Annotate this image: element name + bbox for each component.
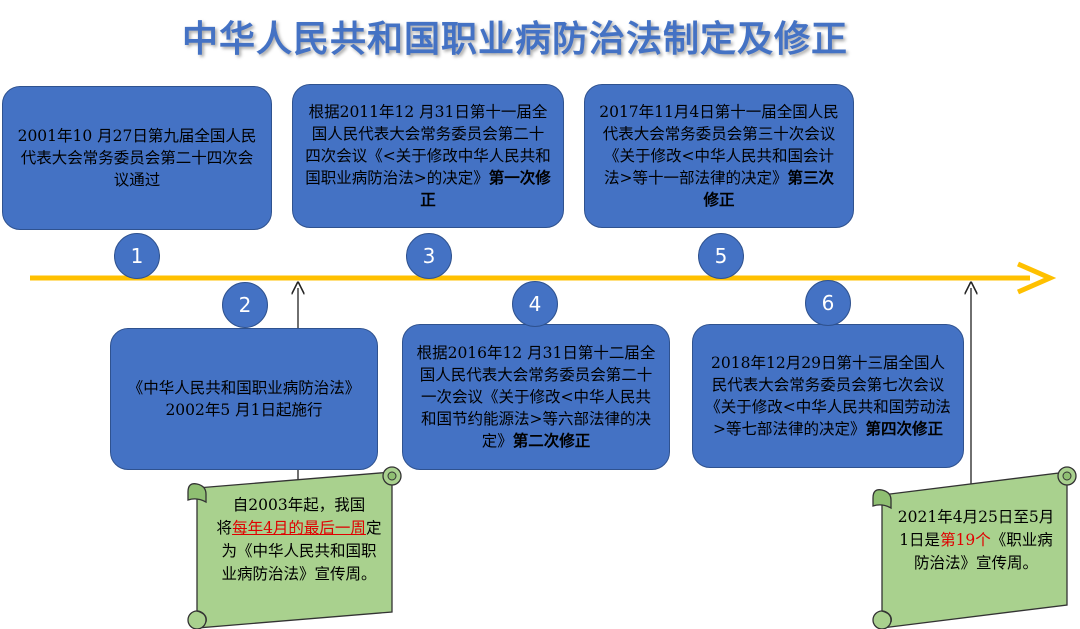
event-box-4: 根据2016年12 月31日第十二届全国人民代表大会常务委员会第二十一次会议《关… <box>402 324 670 470</box>
event-box-3: 根据2011年12 月31日第十一届全国人民代表大会常务委员会第二十四次会议《<… <box>292 84 564 228</box>
page-title: 中华人民共和国职业病防治法制定及修正 <box>181 19 848 60</box>
event-text-3: 根据2011年12 月31日第十一届全国人民代表大会常务委员会第二十四次会议《<… <box>305 103 551 187</box>
event-number-4: 4 <box>512 281 558 327</box>
event-tag-5: 第三次修正 <box>703 168 834 209</box>
event-tag-4: 第二次修正 <box>512 431 591 450</box>
scroll-right-pre: 2021年4月25日至5月1日是 <box>897 508 1055 549</box>
event-text-4: 根据2016年12 月31日第十二届全国人民代表大会常务委员会第二十一次会议《关… <box>416 344 656 450</box>
scroll-left-pre: 将 <box>216 519 233 537</box>
event-box-2: 《中华人民共和国职业病防治法》2002年5 月1日起施行 <box>110 328 378 470</box>
scroll-left-note: 自2003年起，我国 将每年4月的最后一周定为《中华人民共和国职业病防治法》宣传… <box>214 494 384 586</box>
event-tag-6: 第四次修正 <box>865 419 943 438</box>
event-text-6: 2018年12月29日第十三届全国人民代表大会常务委员会第七次会议《关于修改<中… <box>705 354 951 438</box>
event-text-5: 2017年11月4日第十一届全国人民代表大会常务委员会第三十次会议《关于修改<中… <box>599 103 839 187</box>
event-box-1: 2001年10 月27日第九届全国人民代表大会常务委员会第二十四次会议通过 <box>2 86 272 230</box>
event-text-2: 《中华人民共和国职业病防治法》2002年5 月1日起施行 <box>127 379 361 419</box>
scroll-right-highlight: 第19个 <box>940 531 991 549</box>
timeline-arrowhead <box>1016 261 1057 295</box>
scroll-left-shape <box>187 466 402 629</box>
event-text-1: 2001年10 月27日第九届全国人民代表大会常务委员会第二十四次会议通过 <box>17 127 257 189</box>
event-number-5: 5 <box>698 233 744 279</box>
event-tag-3: 第一次修正 <box>420 168 551 209</box>
scroll-right-post: 《职业病防治法》宣传周。 <box>913 531 1053 572</box>
scroll-left-line1: 自2003年起，我国 <box>232 496 366 514</box>
scroll-left-highlight: 每年4月的最后一周 <box>232 519 366 537</box>
scroll-left-post: 定为《中华人民共和国职业病防治法》宣传周。 <box>221 519 382 583</box>
scroll-right-note: 2021年4月25日至5月1日是第19个《职业病防治法》宣传周。 <box>896 506 1056 575</box>
scroll-right-shape <box>872 466 1077 629</box>
event-number-6: 6 <box>805 280 851 326</box>
event-box-6: 2018年12月29日第十三届全国人民代表大会常务委员会第七次会议《关于修改<中… <box>692 324 964 468</box>
event-box-5: 2017年11月4日第十一届全国人民代表大会常务委员会第三十次会议《关于修改<中… <box>584 84 854 228</box>
event-number-1: 1 <box>114 233 160 279</box>
event-number-3: 3 <box>406 233 452 279</box>
event-number-2: 2 <box>222 282 268 328</box>
